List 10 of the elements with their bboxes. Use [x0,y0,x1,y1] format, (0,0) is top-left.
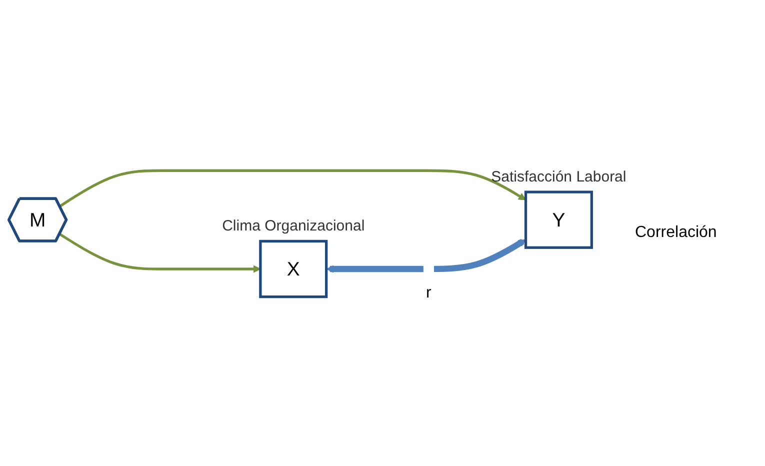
node-shape: Y [524,190,593,249]
note-text: Correlación [635,224,718,242]
edge-label: r [426,284,432,302]
variable-caption: Satisfacción Laboral [491,168,626,186]
arrow [59,169,526,208]
arrow [326,238,526,273]
node-shape: M [8,197,68,242]
variable-caption: Clima Organizacional [222,218,365,235]
node-shape: X [259,240,328,298]
arrow [59,233,261,273]
